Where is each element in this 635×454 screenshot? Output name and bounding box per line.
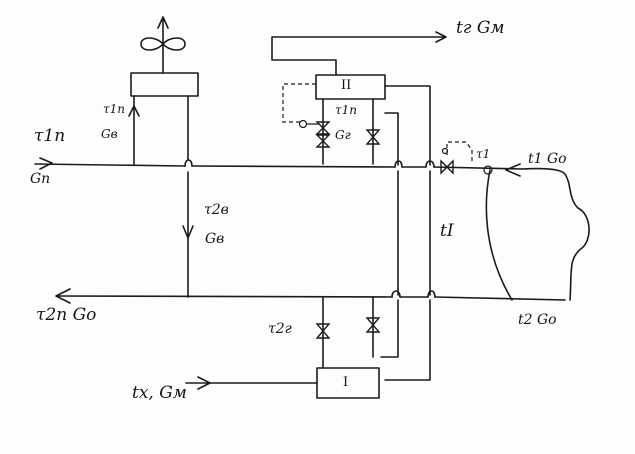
crossing-hump-5 xyxy=(427,290,436,298)
label-gg: Gг xyxy=(335,128,351,142)
unit-ii-outer-loop xyxy=(384,85,431,381)
label-tI: tI xyxy=(440,221,454,241)
crossing-hump-3 xyxy=(425,160,435,168)
supply-main-line xyxy=(34,163,523,170)
fan-air-arrow xyxy=(157,16,169,74)
label-tau2p-go: τ2п Gо xyxy=(36,305,97,325)
crossing-hump-2 xyxy=(394,160,403,168)
valve-icon xyxy=(315,121,331,148)
unit-ii-control-dash xyxy=(282,83,316,123)
heater-up-arrow xyxy=(128,105,140,117)
consumer-outline xyxy=(485,167,590,301)
label-tau1: τ1 xyxy=(476,147,491,161)
label-gv-mid: Gв xyxy=(205,231,225,247)
return-main-line xyxy=(57,295,566,301)
label-t1-go: t1 Gо xyxy=(528,151,567,167)
consumer-control-dash xyxy=(446,141,473,163)
label-tau1p-gg: τ1п xyxy=(335,103,358,117)
unit-ii-inner-loop xyxy=(380,112,399,358)
unit-ii-box xyxy=(315,74,386,100)
fan-heater-box xyxy=(130,72,199,97)
sensor-icon xyxy=(441,147,449,155)
crossing-hump-4 xyxy=(391,290,401,298)
crossing-hump-1 xyxy=(184,159,193,167)
sensor-icon xyxy=(483,165,493,175)
bypass-arrow xyxy=(182,225,194,239)
supply-inlet-arrow xyxy=(39,157,53,170)
label-tau1p-gv: τ1п xyxy=(103,102,126,116)
unit-i-label: I xyxy=(343,375,349,390)
fan-icon xyxy=(140,37,186,51)
tg-gm-line xyxy=(271,31,447,76)
valve-icon xyxy=(315,323,331,339)
valve-icon xyxy=(440,159,454,175)
valve-icon xyxy=(365,317,381,333)
label-gp-left: Gп xyxy=(30,171,51,187)
label-tau1p-left: τ1п xyxy=(34,126,66,146)
return-arrow xyxy=(55,288,71,304)
label-tg-gm: tг Gм xyxy=(456,18,505,38)
label-tau2g: τ2г xyxy=(268,321,292,337)
t1-arrow xyxy=(505,163,521,177)
label-gv-top: Gв xyxy=(101,127,118,141)
label-tau2v: τ2в xyxy=(204,202,229,218)
valve-icon xyxy=(365,129,381,145)
sensor-icon xyxy=(298,119,308,129)
label-t2-go: t2 Gо xyxy=(518,312,557,328)
label-tx-gm: tх, Gм xyxy=(132,383,187,403)
tx-gm-line xyxy=(185,376,318,390)
unit-ii-label: II xyxy=(341,78,352,93)
